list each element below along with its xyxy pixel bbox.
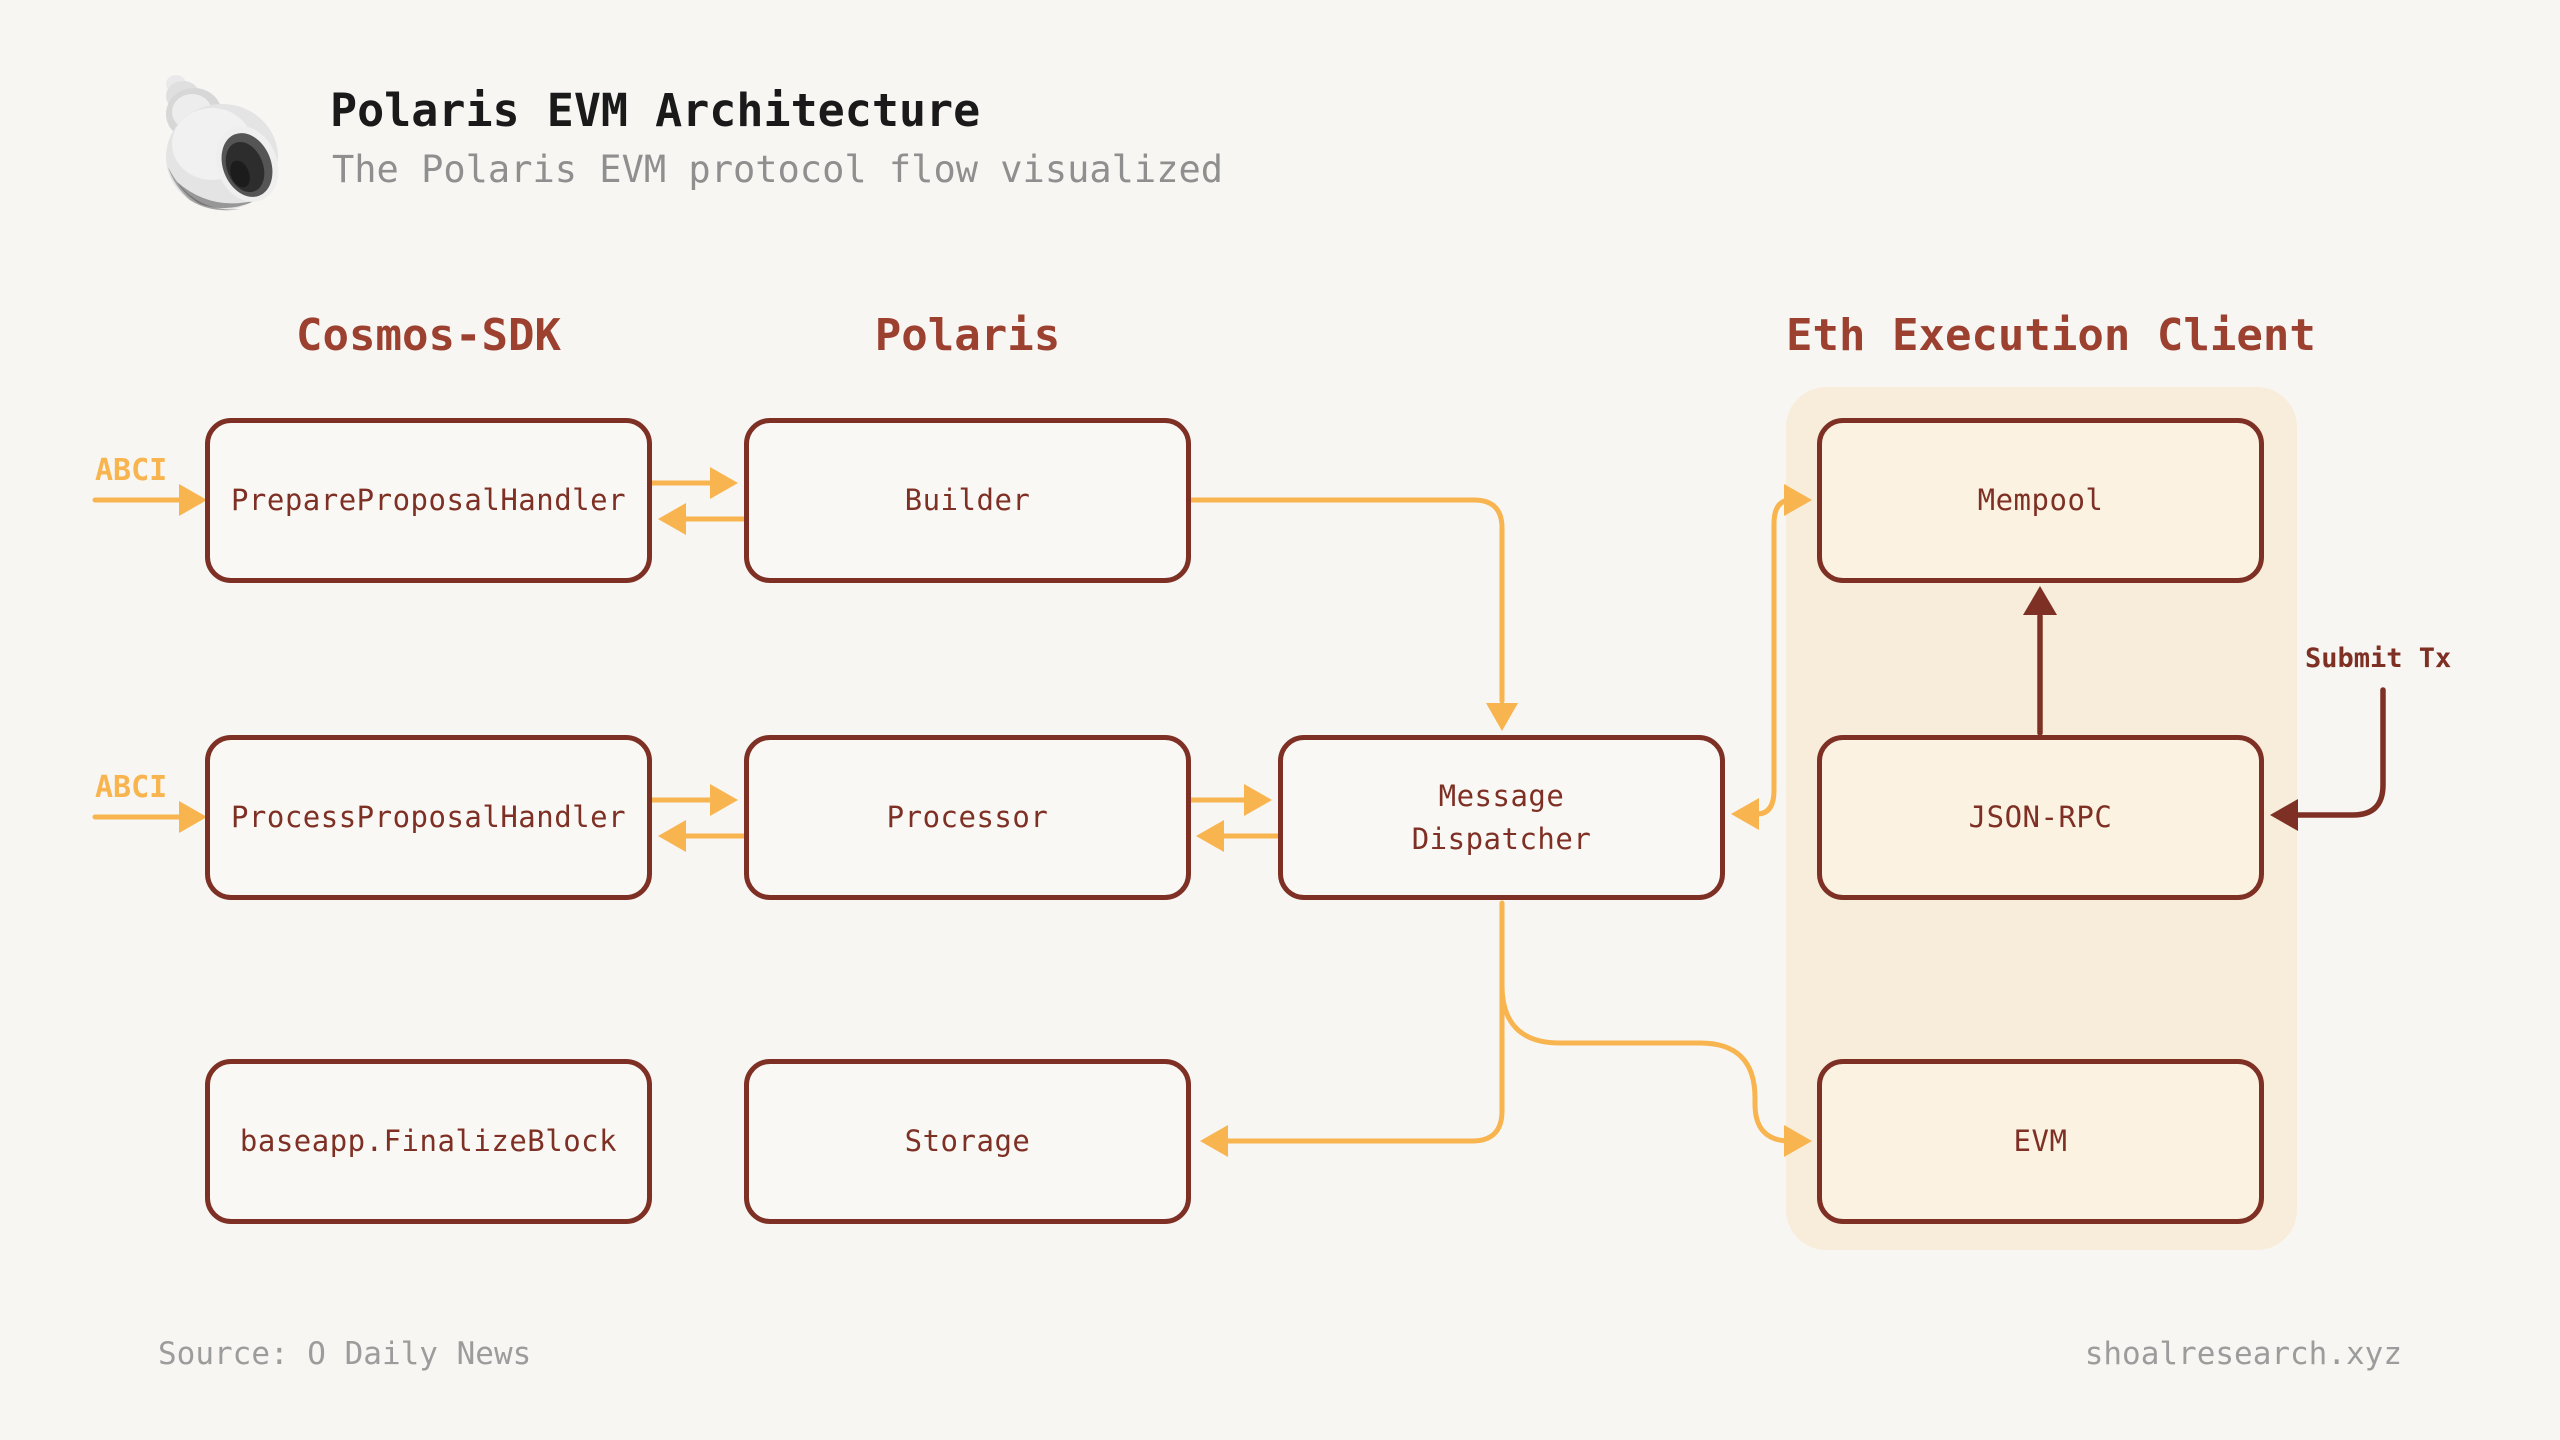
node-storage: Storage [744,1059,1191,1224]
edge-prepare-to-builder-arrowhead [710,467,738,499]
edge-dispatcher-to-processor-arrowhead [1196,820,1224,852]
edge-dispatcher-mempool-arrowhead-left [1731,798,1759,830]
column-heading-polaris: Polaris [874,310,1061,361]
edge-process-to-processor-arrowhead [710,784,738,816]
node-prepare-proposal-handler: PrepareProposalHandler [205,418,652,583]
footer-site: shoalresearch.xyz [2084,1336,2402,1372]
edge-builder-to-dispatcher [1188,497,1505,704]
node-baseapp-finalize-block: baseapp.FinalizeBlock [205,1059,652,1224]
abci-label-row1: ABCI [95,453,168,488]
edge-builder-to-prepare-arrowhead [658,503,686,535]
edge-abci-to-prepare-arrowhead [179,484,207,516]
edge-dispatcher-to-storage [1225,900,1505,1144]
edge-submit-tx-to-jsonrpc [2295,687,2386,818]
abci-label-row2: ABCI [95,770,168,805]
column-heading-cosmos-sdk: Cosmos-SDK [296,310,561,361]
node-builder: Builder [744,418,1191,583]
edge-processor-to-dispatcher-arrowhead [1244,784,1272,816]
page-title: Polaris EVM Architecture [330,84,981,137]
submit-tx-label: Submit Tx [2305,643,2452,674]
page-subtitle: The Polaris EVM protocol flow visualized [332,148,1224,191]
edge-builder-to-dispatcher-arrowhead [1486,703,1518,731]
shell-logo-icon [166,75,279,211]
node-processor: Processor [744,735,1191,900]
column-heading-eth-execution-client: Eth Execution Client [1786,310,2316,361]
node-json-rpc: JSON-RPC [1817,735,2264,900]
node-mempool: Mempool [1817,418,2264,583]
edge-abci-to-process-arrowhead [179,801,207,833]
node-message-dispatcher: Message Dispatcher [1278,735,1725,900]
node-process-proposal-handler: ProcessProposalHandler [205,735,652,900]
edge-processor-to-process-arrowhead [658,820,686,852]
node-evm: EVM [1817,1059,2264,1224]
edge-dispatcher-to-storage-arrowhead [1200,1125,1228,1157]
footer-source: Source: O Daily News [158,1336,532,1372]
edge-dispatcher-to-evm [1499,982,1793,1144]
